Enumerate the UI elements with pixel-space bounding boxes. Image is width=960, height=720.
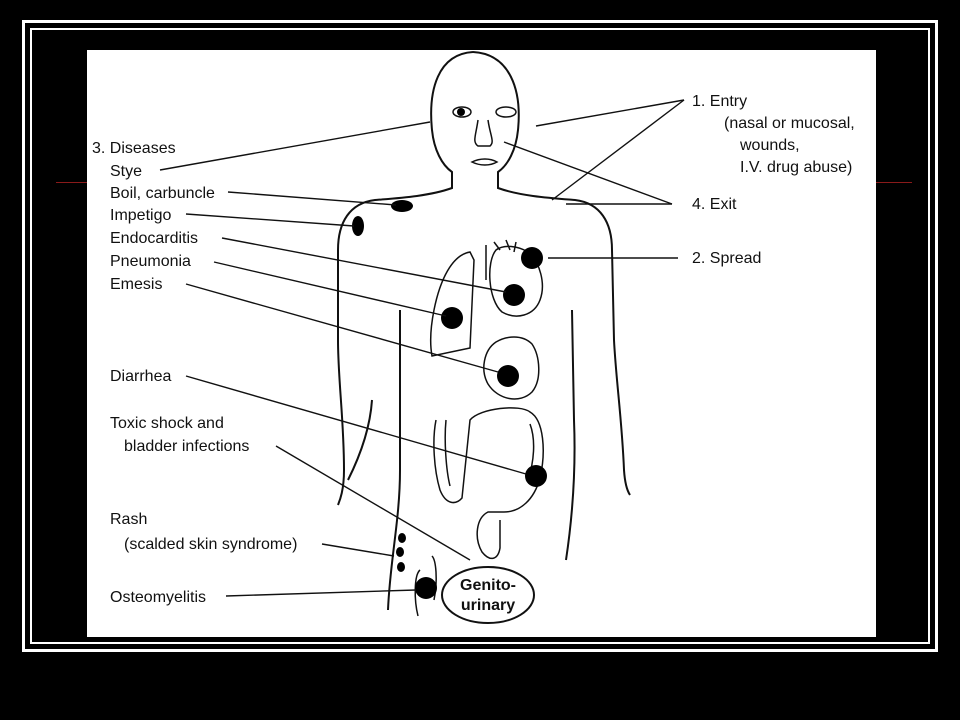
label-exit: 4. Exit (692, 196, 737, 213)
slide-outer-frame (22, 20, 938, 652)
label-diseases: 3. Diseases (92, 140, 176, 157)
label-rash-1: Rash (110, 511, 147, 528)
accent-line-left (56, 182, 87, 183)
diagram-panel (87, 50, 876, 637)
genitourinary-oval (441, 566, 535, 624)
organ-outlines (414, 106, 544, 617)
spot-impetigo (352, 216, 364, 236)
spot-endocarditis (503, 284, 525, 306)
label-spread: 2. Spread (692, 250, 761, 267)
label-impetigo: Impetigo (110, 207, 171, 224)
spot-spread (521, 247, 543, 269)
leader-lines (159, 99, 685, 597)
spot-rash-3 (397, 562, 405, 572)
label-emesis: Emesis (110, 276, 162, 293)
label-osteomyelitis: Osteomyelitis (110, 589, 206, 606)
spot-osteomyelitis (415, 577, 437, 599)
infection-spots (352, 108, 547, 599)
spot-boil (391, 200, 413, 212)
spot-rash-1 (398, 533, 406, 543)
spot-eye (457, 108, 465, 116)
label-diarrhea: Diarrhea (110, 368, 171, 385)
label-endocarditis: Endocarditis (110, 230, 198, 247)
label-toxic-shock-2: bladder infections (124, 438, 249, 455)
label-toxic-shock-1: Toxic shock and (110, 415, 224, 432)
label-entry-detail-2: wounds, (739, 137, 800, 154)
slide-inner-frame (30, 28, 930, 644)
spot-pneumonia (441, 307, 463, 329)
label-entry: 1. Entry (692, 93, 747, 110)
label-genitourinary-1: Genito- (460, 577, 516, 594)
label-entry-detail-1: (nasal or mucosal, (724, 115, 855, 132)
body-outline (337, 51, 631, 611)
label-rash-2: (scalded skin syndrome) (124, 536, 297, 553)
label-boil: Boil, carbuncle (110, 185, 215, 202)
spot-diarrhea (525, 465, 547, 487)
label-genitourinary-2: urinary (461, 597, 515, 614)
spot-rash-2 (396, 547, 404, 557)
spot-emesis (497, 365, 519, 387)
accent-line-right (876, 182, 912, 183)
label-pneumonia: Pneumonia (110, 253, 191, 270)
label-stye: Stye (110, 163, 142, 180)
label-entry-detail-3: I.V. drug abuse) (740, 159, 852, 176)
